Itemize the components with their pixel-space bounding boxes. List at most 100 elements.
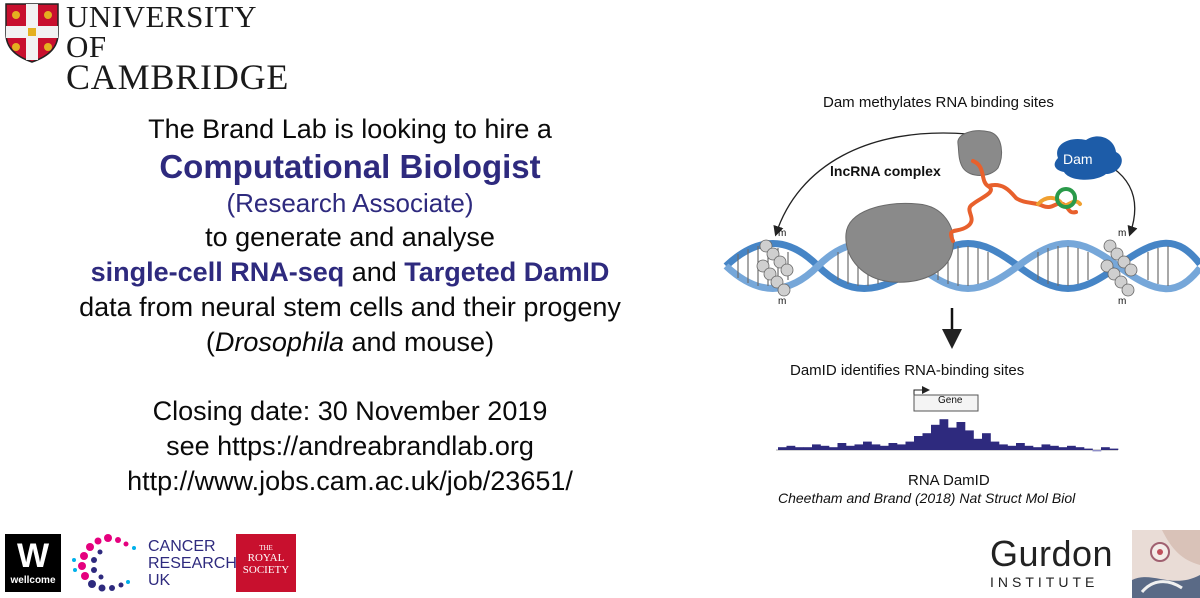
- gatc-site-left: m m: [778, 228, 786, 307]
- signal-bar: [803, 447, 813, 450]
- protein-complex-large: [845, 202, 954, 283]
- svg-text:m: m: [1118, 228, 1126, 239]
- gatc-bases: [756, 239, 1138, 297]
- cruk-line-3: UK: [148, 572, 171, 589]
- signal-bar: [1050, 445, 1059, 450]
- signal-bar: [795, 447, 804, 450]
- advert-lab-website[interactable]: see https://andreabrandlab.org: [166, 431, 534, 461]
- signal-bar: [914, 436, 923, 450]
- advert-closing-date: Closing date: 30 November 2019: [152, 396, 548, 426]
- damid-signal-track: [778, 419, 1119, 452]
- gene-label: Gene: [938, 395, 963, 406]
- job-advert: The Brand Lab is looking to hire a Compu…: [0, 112, 700, 499]
- signal-bar: [1075, 447, 1085, 450]
- rna-damid-label: RNA DamID: [908, 472, 990, 489]
- signal-bar: [1033, 447, 1042, 450]
- gene-box: [913, 394, 979, 412]
- signal-bar: [897, 444, 906, 450]
- diagram-caption-top: Dam methylates RNA binding sites: [823, 94, 1054, 111]
- signal-bar: [922, 433, 932, 450]
- cancer-research-uk-logo: CANCER RESEARCH UK: [70, 530, 237, 594]
- signal-bar: [982, 433, 991, 450]
- dam-label: Dam: [1063, 151, 1093, 167]
- cell-micrograph-image: [1132, 530, 1200, 598]
- svg-text:m: m: [1118, 296, 1126, 307]
- signal-bar: [829, 447, 838, 450]
- advert-species: (Drosophila and mouse): [0, 325, 700, 360]
- signal-bar: [931, 424, 940, 450]
- university-of-cambridge-logo: UNIVERSITY OF CAMBRIDGE: [4, 0, 304, 95]
- damid-diagram-graphic: m m m m: [723, 130, 1200, 452]
- signal-bar: [778, 447, 787, 450]
- signal-bar: [948, 427, 957, 450]
- signal-bar: [888, 443, 898, 450]
- signal-bar: [1067, 445, 1076, 450]
- signal-bar: [939, 419, 949, 450]
- signal-bar: [1007, 445, 1017, 450]
- advert-job-title: Computational Biologist: [159, 148, 541, 185]
- signal-bar: [965, 430, 974, 450]
- signal-bar: [1041, 444, 1051, 450]
- gurdon-institute-logo: Gurdon INSTITUTE: [990, 534, 1130, 594]
- technique-joiner: and: [344, 257, 405, 287]
- signal-bar: [837, 443, 847, 450]
- signal-bar: [1109, 448, 1119, 450]
- university-line-2: CAMBRIDGE: [66, 57, 290, 97]
- svg-text:m: m: [778, 228, 786, 239]
- diagram-caption-mid: DamID identifies RNA-binding sites: [790, 362, 1025, 379]
- signal-bar: [846, 445, 855, 450]
- signal-bar: [820, 445, 830, 450]
- signal-bar: [956, 422, 966, 450]
- signal-bar: [854, 444, 864, 450]
- signal-bar: [905, 441, 915, 450]
- gurdon-line-1: Gurdon: [990, 533, 1114, 574]
- signal-bar: [990, 441, 1000, 450]
- lncrna-complex-label: lncRNA complex: [830, 163, 941, 179]
- wellcome-logo: W wellcome: [5, 534, 61, 592]
- signal-bar: [812, 444, 821, 450]
- signal-bar: [1084, 448, 1093, 450]
- gatc-site-right: m m: [1118, 228, 1126, 307]
- signal-bar: [1058, 447, 1068, 450]
- species-rest: and mouse): [343, 327, 495, 357]
- wellcome-mark: W: [16, 537, 50, 575]
- signal-bar: [871, 444, 881, 450]
- citation: Cheetham and Brand (2018) Nat Struct Mol…: [778, 490, 1076, 506]
- royal-society-logo: THE ROYAL SOCIETY: [236, 534, 296, 592]
- advert-data-line: data from neural stem cells and their pr…: [79, 292, 621, 322]
- signal-bar: [1101, 447, 1110, 450]
- dam-protein: [1054, 136, 1122, 180]
- signal-bar: [880, 445, 889, 450]
- gurdon-line-2: INSTITUTE: [990, 574, 1099, 590]
- signal-bar: [1092, 450, 1102, 452]
- damid-diagram: m m m m Dam methylates RNA binding sites…: [718, 86, 1200, 516]
- university-line-1: UNIVERSITY OF: [66, 0, 256, 64]
- cruk-line-2: RESEARCH: [148, 555, 237, 572]
- signal-bar: [999, 444, 1008, 450]
- royal-line-1: THE: [259, 544, 273, 552]
- advert-intro: The Brand Lab is looking to hire a: [148, 114, 552, 144]
- signal-bar: [786, 445, 796, 450]
- cambridge-shield-icon: [5, 3, 59, 63]
- advert-techniques: single-cell RNA-seq and Targeted DamID: [0, 255, 700, 290]
- advert-job-url[interactable]: http://www.jobs.cam.ac.uk/job/23651/: [127, 466, 573, 496]
- species-drosophila: Drosophila: [214, 327, 344, 357]
- cruk-line-1: CANCER: [148, 538, 216, 555]
- signal-bar: [863, 441, 872, 450]
- technique-scrnaseq: single-cell RNA-seq: [90, 257, 345, 287]
- technique-damid: Targeted DamID: [404, 257, 610, 287]
- advert-task: to generate and analyse: [205, 222, 495, 252]
- species-open: (: [205, 327, 215, 357]
- protein-complex-small: [957, 130, 1003, 176]
- signal-bar: [1016, 443, 1025, 450]
- royal-line-3: SOCIETY: [242, 564, 290, 576]
- advert-job-subtitle: (Research Associate): [226, 188, 474, 218]
- methylation-arrow-right: [1112, 167, 1138, 237]
- methylation-arrow-left: [773, 132, 969, 237]
- signal-bar: [973, 438, 983, 450]
- svg-text:m: m: [778, 296, 786, 307]
- royal-line-2: ROYAL: [247, 552, 285, 564]
- signal-bar: [1024, 445, 1034, 450]
- wellcome-text: wellcome: [10, 575, 56, 586]
- dam-tether-ring: [1055, 187, 1077, 209]
